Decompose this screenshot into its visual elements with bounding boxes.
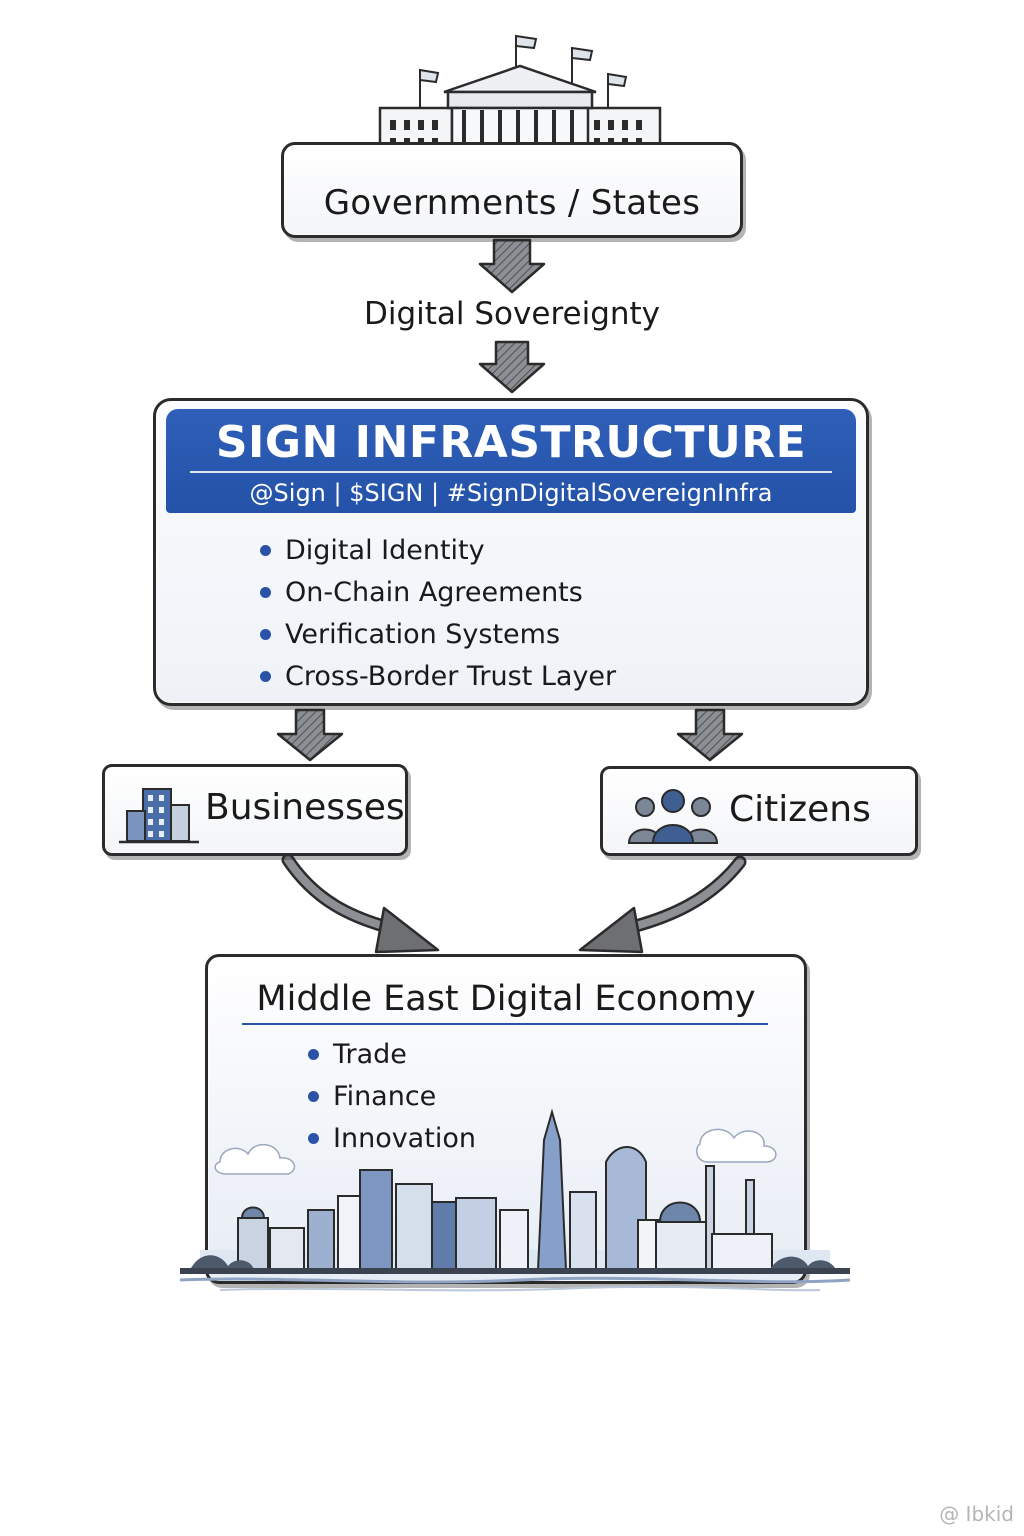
businesses-box: Businesses: [102, 764, 408, 856]
arrow-sovereignty-to-sign: [478, 340, 546, 394]
list-item: Innovation: [308, 1117, 476, 1159]
citizens-box: Citizens: [600, 766, 918, 856]
list-item: Verification Systems: [260, 613, 616, 655]
arrow-sign-to-businesses: [276, 708, 344, 762]
governments-box: Governments / States: [281, 142, 743, 238]
list-item-label: Innovation: [333, 1122, 476, 1154]
list-item: Digital Identity: [260, 529, 616, 571]
arrow-sign-to-citizens: [676, 708, 744, 762]
bullet-icon: [308, 1090, 319, 1102]
watermark: @ Ibkid: [939, 1502, 1014, 1526]
list-item: Trade: [308, 1033, 476, 1075]
bullet-icon: [260, 544, 271, 556]
bullet-icon: [260, 628, 271, 640]
list-item-label: Finance: [333, 1080, 437, 1112]
list-item: Finance: [308, 1075, 476, 1117]
office-building-icon: [119, 788, 199, 844]
governments-label: Governments / States: [323, 183, 701, 223]
title-underline: [242, 1023, 768, 1025]
middle-east-economy-title: Middle East Digital Economy: [256, 979, 756, 1019]
arrow-businesses-to-economy: [281, 853, 440, 954]
bullet-icon: [308, 1132, 319, 1144]
middle-east-economy-list: Trade Finance Innovation: [308, 1033, 476, 1159]
sign-infrastructure-header: SIGN INFRASTRUCTURE @Sign | $SIGN | #Sig…: [166, 409, 856, 513]
businesses-label: Businesses: [205, 787, 405, 828]
people-group-icon: [627, 789, 719, 844]
bullet-icon: [308, 1048, 319, 1060]
list-item-label: Cross-Border Trust Layer: [285, 660, 617, 692]
arrow-gov-to-sovereignty: [478, 238, 546, 294]
list-item: On-Chain Agreements: [260, 571, 616, 613]
list-item-label: Verification Systems: [285, 618, 561, 650]
bullet-icon: [260, 586, 271, 598]
citizens-label: Citizens: [729, 789, 871, 830]
list-item-label: Digital Identity: [285, 534, 485, 566]
sign-infrastructure-list: Digital Identity On-Chain Agreements Ver…: [260, 529, 616, 697]
header-divider: [190, 471, 832, 473]
sign-infrastructure-tags: @Sign | $SIGN | #SignDigitalSovereignInf…: [249, 479, 773, 507]
list-item-label: On-Chain Agreements: [285, 576, 583, 608]
arrow-citizens-to-economy: [578, 855, 747, 954]
bullet-icon: [260, 670, 271, 682]
digital-sovereignty-label: Digital Sovereignty: [363, 296, 661, 332]
sign-infrastructure-box: SIGN INFRASTRUCTURE @Sign | $SIGN | #Sig…: [153, 398, 869, 706]
list-item-label: Trade: [333, 1038, 407, 1070]
city-skyline-illustration: [179, 1108, 851, 1292]
sign-infrastructure-title: SIGN INFRASTRUCTURE: [215, 417, 807, 468]
list-item: Cross-Border Trust Layer: [260, 655, 616, 697]
